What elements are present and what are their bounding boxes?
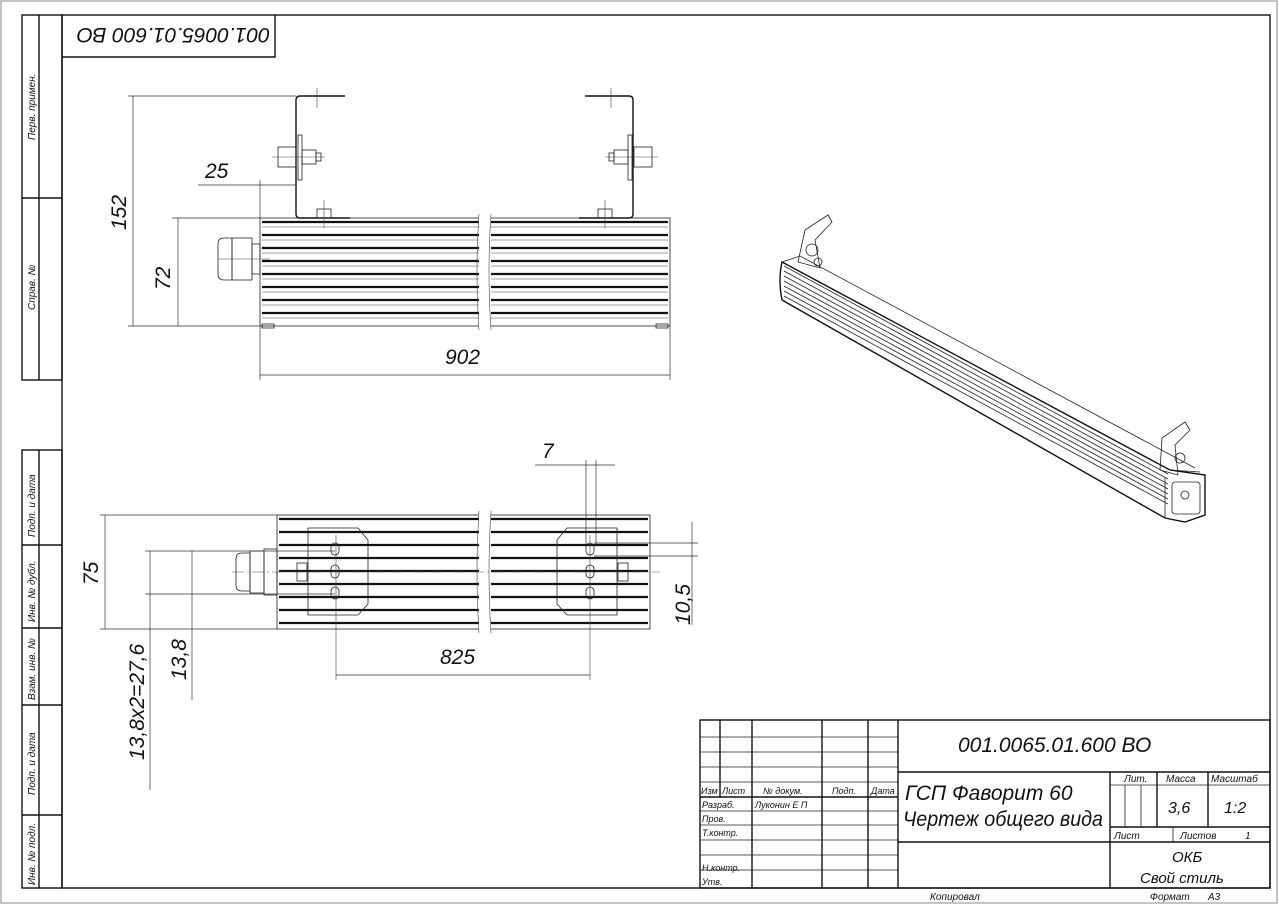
dim-total-height: 152 [108, 195, 131, 230]
cable-gland [217, 237, 270, 281]
tb-scale: 1:2 [1224, 800, 1246, 817]
strip-vzam-inv: Взам. инв. № [27, 638, 38, 700]
strip-podp-data-2: Подп. и дата [27, 732, 38, 795]
dim-hole-pitch: 13,8 [168, 639, 191, 680]
tb-hdr-docno: № докум. [763, 786, 803, 796]
drawing-line [783, 290, 1169, 500]
tb-sheets-label: Листов [1179, 831, 1216, 842]
dimension-75: 75 [80, 514, 277, 630]
strip-perv-primen: Перв. примен. [27, 74, 38, 140]
stamp-designation: 001.0065.01.600 ВО [77, 23, 270, 46]
tb-hdr-data: Дата [870, 786, 895, 796]
strip-inv-dubl: Инв. № дубл. [26, 561, 38, 623]
dimension-25: 25 [198, 160, 296, 218]
dimension-152: 152 [108, 95, 296, 327]
iso-bracket-right [1159, 421, 1191, 476]
tb-role-razrab: Разраб. [702, 800, 735, 810]
copied-label: Копировал [930, 892, 980, 903]
drawing-line [783, 270, 1169, 480]
title-block-grid [700, 736, 898, 871]
dimension-7: 7 [535, 440, 615, 545]
tb-sheets: 1 [1245, 831, 1251, 842]
tb-role-utv: Утв. [701, 877, 722, 887]
drawing-line [783, 285, 1169, 495]
mounting-bracket-right [579, 88, 658, 228]
fin-ribs [783, 265, 1169, 505]
tb-role-tkontr: Т.контр. [702, 828, 738, 838]
front-view: 152 72 902 25 [108, 88, 671, 380]
strip-inv-podl: Инв. № подл. [27, 823, 38, 885]
tb-designation: 001.0065.01.600 ВО [958, 734, 1151, 757]
tb-name-line2: Чертеж общего вида [903, 808, 1103, 831]
tb-role-prov: Пров. [702, 814, 726, 824]
strip-podp-data-1: Подп. и дата [27, 474, 38, 537]
tb-sheet-label: Лист [1113, 831, 1140, 842]
drawing-line [783, 295, 1169, 505]
dim-bracket-offset: 25 [204, 160, 229, 183]
tb-hdr-podp: Подп. [832, 786, 856, 796]
dim-body-height: 72 [152, 266, 175, 290]
bottom-view: 75 13,8х2=27,6 13,8 825 7 10,5 [80, 440, 698, 790]
tb-developer: Луконин Е П [754, 800, 808, 810]
dim-width: 75 [80, 561, 103, 585]
dimension-72: 72 [152, 217, 260, 326]
designation-stamp: 001.0065.01.600 ВО [62, 15, 276, 58]
mounting-bracket-left [272, 88, 350, 228]
strip-sprav-no: Справ. № [27, 264, 38, 310]
fin-ribs [262, 220, 668, 319]
bracket-plate-right [556, 527, 629, 680]
dimension-902: 902 [259, 326, 671, 380]
dim-slot-width: 7 [542, 440, 555, 463]
dim-length: 902 [445, 346, 480, 369]
tb-org-line1: ОКБ [1172, 849, 1203, 866]
iso-bracket-left [797, 214, 833, 269]
dimension-27-6: 13,8х2=27,6 [126, 550, 335, 790]
dimension-10-5: 10,5 [594, 522, 698, 625]
tb-name-line1: ГСП Фаворит 60 [905, 782, 1073, 805]
tb-mass-label: Масса [1166, 774, 1196, 785]
fin-ribs [279, 517, 648, 625]
tb-hdr-list: Лист [721, 786, 746, 796]
dim-hole-span: 13,8х2=27,6 [126, 643, 149, 760]
tb-role-nkontr: Н.контр. [702, 863, 740, 873]
format-label: Формат [1150, 892, 1190, 903]
title-block: 001.0065.01.600 ВО ГСП Фаворит 60 Чертеж… [699, 719, 1271, 889]
drawing-line [783, 280, 1169, 490]
tb-org-line2: Свой стиль [1140, 870, 1224, 887]
isometric-view [779, 214, 1206, 523]
dimension-825: 825 [336, 646, 590, 676]
drawing-line [783, 265, 1169, 475]
tb-hdr-izm: Изм [701, 786, 718, 796]
format-value: А3 [1207, 892, 1221, 903]
bracket-plate-left [296, 527, 369, 680]
tb-mass: 3,6 [1168, 800, 1190, 817]
tb-scale-label: Масштаб [1211, 773, 1258, 785]
dim-slot-length: 10,5 [672, 584, 695, 625]
drawing-line [783, 275, 1169, 485]
dimension-13-8: 13,8 [168, 551, 193, 700]
tb-lit-label: Лит. [1123, 774, 1147, 785]
side-strip: Перв. примен. Справ. № Подп. и дата Инв.… [21, 14, 63, 889]
dim-mount-distance: 825 [440, 646, 475, 669]
